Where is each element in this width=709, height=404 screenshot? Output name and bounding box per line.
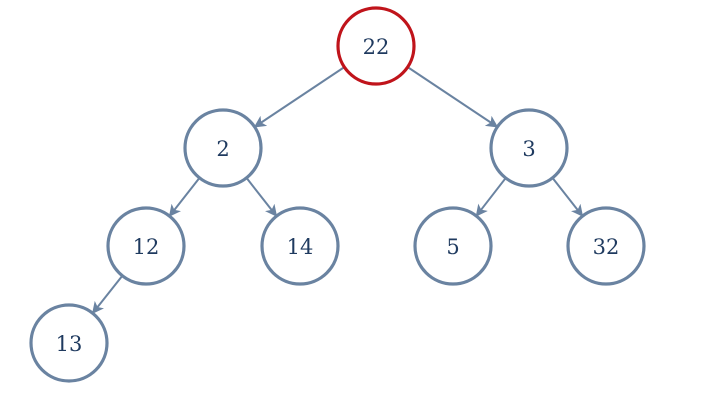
node-label: 5 [446,235,459,259]
tree-node-root[interactable]: 22 [336,6,416,86]
tree-node[interactable]: 13 [29,303,109,383]
node-label: 2 [216,137,229,161]
node-circle [489,108,569,188]
tree-edge-arrow [552,178,584,217]
tree-edge-arrow [168,178,200,217]
tree-edge-arrow [92,275,123,315]
node-label: 22 [363,35,390,59]
tree-edge-arrow [407,66,499,128]
node-circle [260,206,340,286]
tree-node[interactable]: 12 [106,206,186,286]
node-circle [566,206,646,286]
nodes: 22 2 3 12 14 5 32 13 [29,6,646,383]
node-circle [413,206,493,286]
node-circle [106,206,186,286]
node-label: 3 [522,137,535,161]
edges [92,66,584,315]
node-label: 14 [287,235,314,259]
tree-node[interactable]: 32 [566,206,646,286]
node-circle [183,108,263,188]
node-label: 12 [133,235,160,259]
tree-node[interactable]: 14 [260,206,340,286]
tree-node[interactable]: 5 [413,206,493,286]
node-circle [29,303,109,383]
tree-edge-arrow [475,178,506,217]
tree-edge-arrow [253,66,345,128]
tree-node[interactable]: 2 [183,108,263,188]
node-circle [336,6,416,86]
node-label: 32 [593,235,620,259]
tree-edge-arrow [246,178,278,217]
node-label: 13 [56,332,83,356]
tree-node[interactable]: 3 [489,108,569,188]
